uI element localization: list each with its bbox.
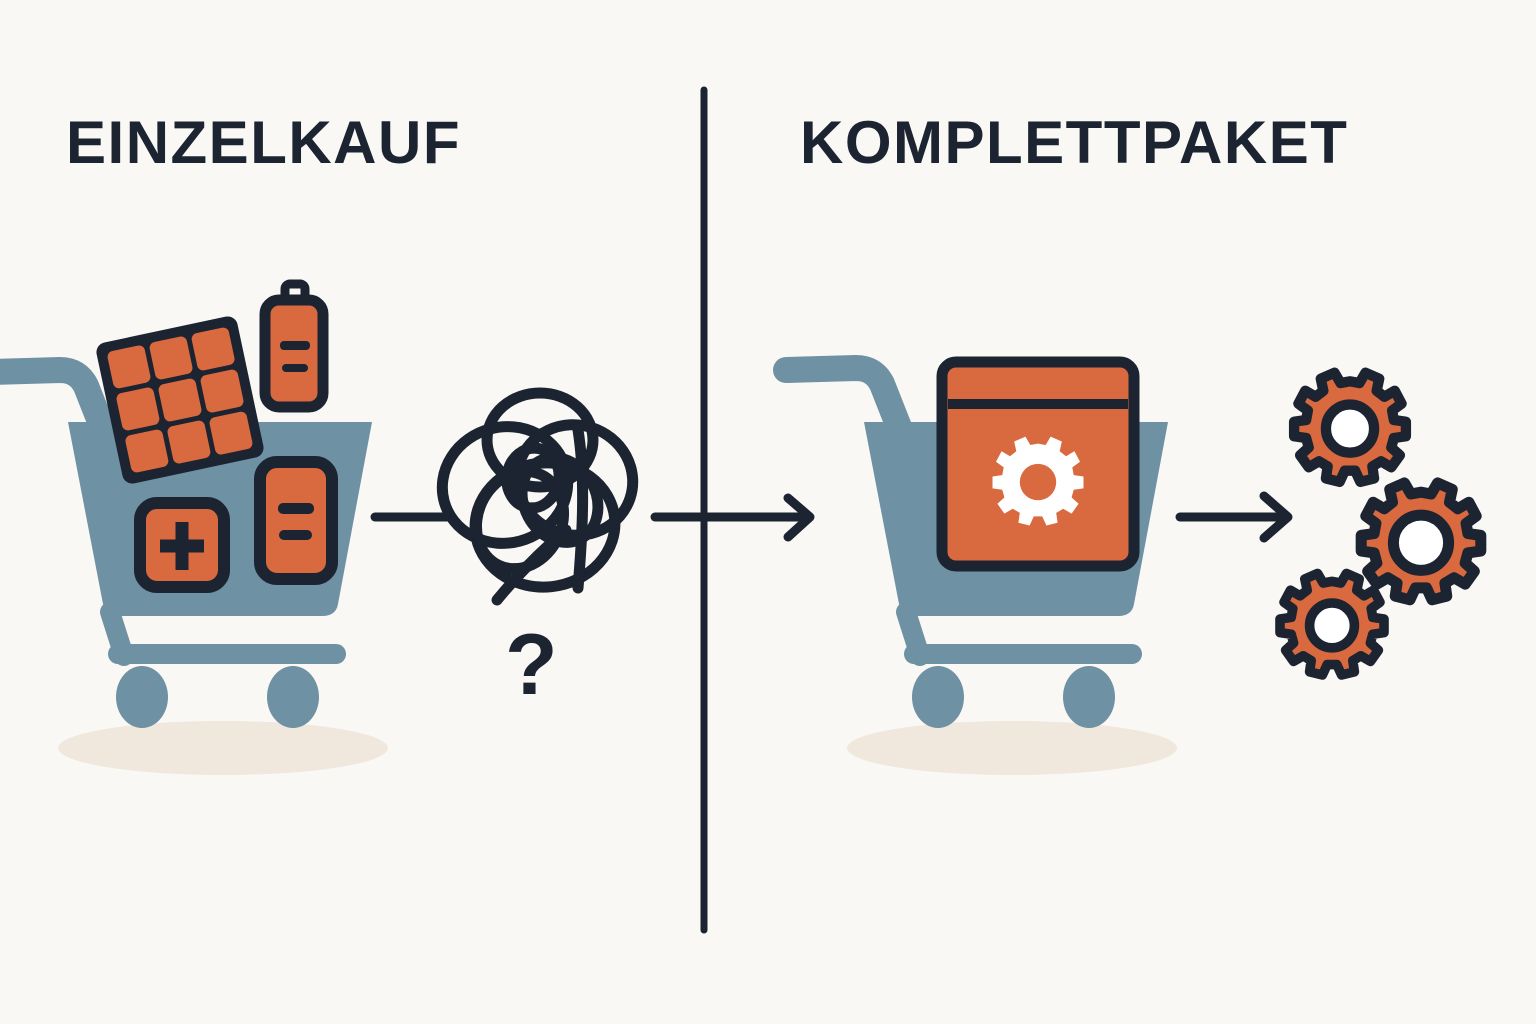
battery-module-body — [254, 456, 338, 585]
gear-icon-top — [1294, 373, 1406, 482]
cart-wheel-left-rear — [267, 666, 319, 728]
battery-module-bar-1 — [278, 503, 314, 514]
cart-shadow-left — [58, 721, 388, 775]
gear-icon-bottom — [1280, 573, 1384, 675]
question-mark: ? — [505, 617, 558, 713]
solar-panel-icon — [96, 316, 264, 484]
battery-body — [259, 294, 329, 413]
cart-shadow-right — [847, 721, 1177, 775]
gear-icon-on-box — [992, 436, 1084, 526]
cart-handle-right — [773, 355, 921, 463]
solar-panel-cells — [107, 327, 253, 473]
arrow-right-left-panel — [370, 493, 815, 542]
cart-wheel-left-front — [116, 666, 168, 728]
battery-module-icon — [254, 456, 338, 585]
page-title-right: KOMPLETTPAKET — [800, 109, 1349, 176]
plus-glyph — [160, 522, 204, 570]
page-title-left: EINZELKAUF — [66, 109, 461, 176]
tangled-scribble-icon — [436, 387, 639, 606]
battery-module-bar-2 — [279, 530, 312, 540]
cart-leg-right — [896, 602, 930, 666]
battery-bar-2 — [282, 364, 308, 372]
battery-icon — [259, 279, 329, 413]
gear-icon-middle — [1361, 483, 1481, 600]
cart-wheel-right-front — [912, 666, 964, 728]
cart-handle-left — [0, 357, 125, 465]
plus-tile-icon — [134, 497, 230, 593]
cart-leg-left — [100, 602, 134, 666]
package-box-icon — [936, 356, 1140, 572]
battery-bar-1 — [280, 341, 310, 350]
arrow-right-right-panel — [1175, 491, 1293, 543]
gear-cluster — [1280, 373, 1481, 675]
cart-wheel-right-rear — [1063, 666, 1115, 728]
